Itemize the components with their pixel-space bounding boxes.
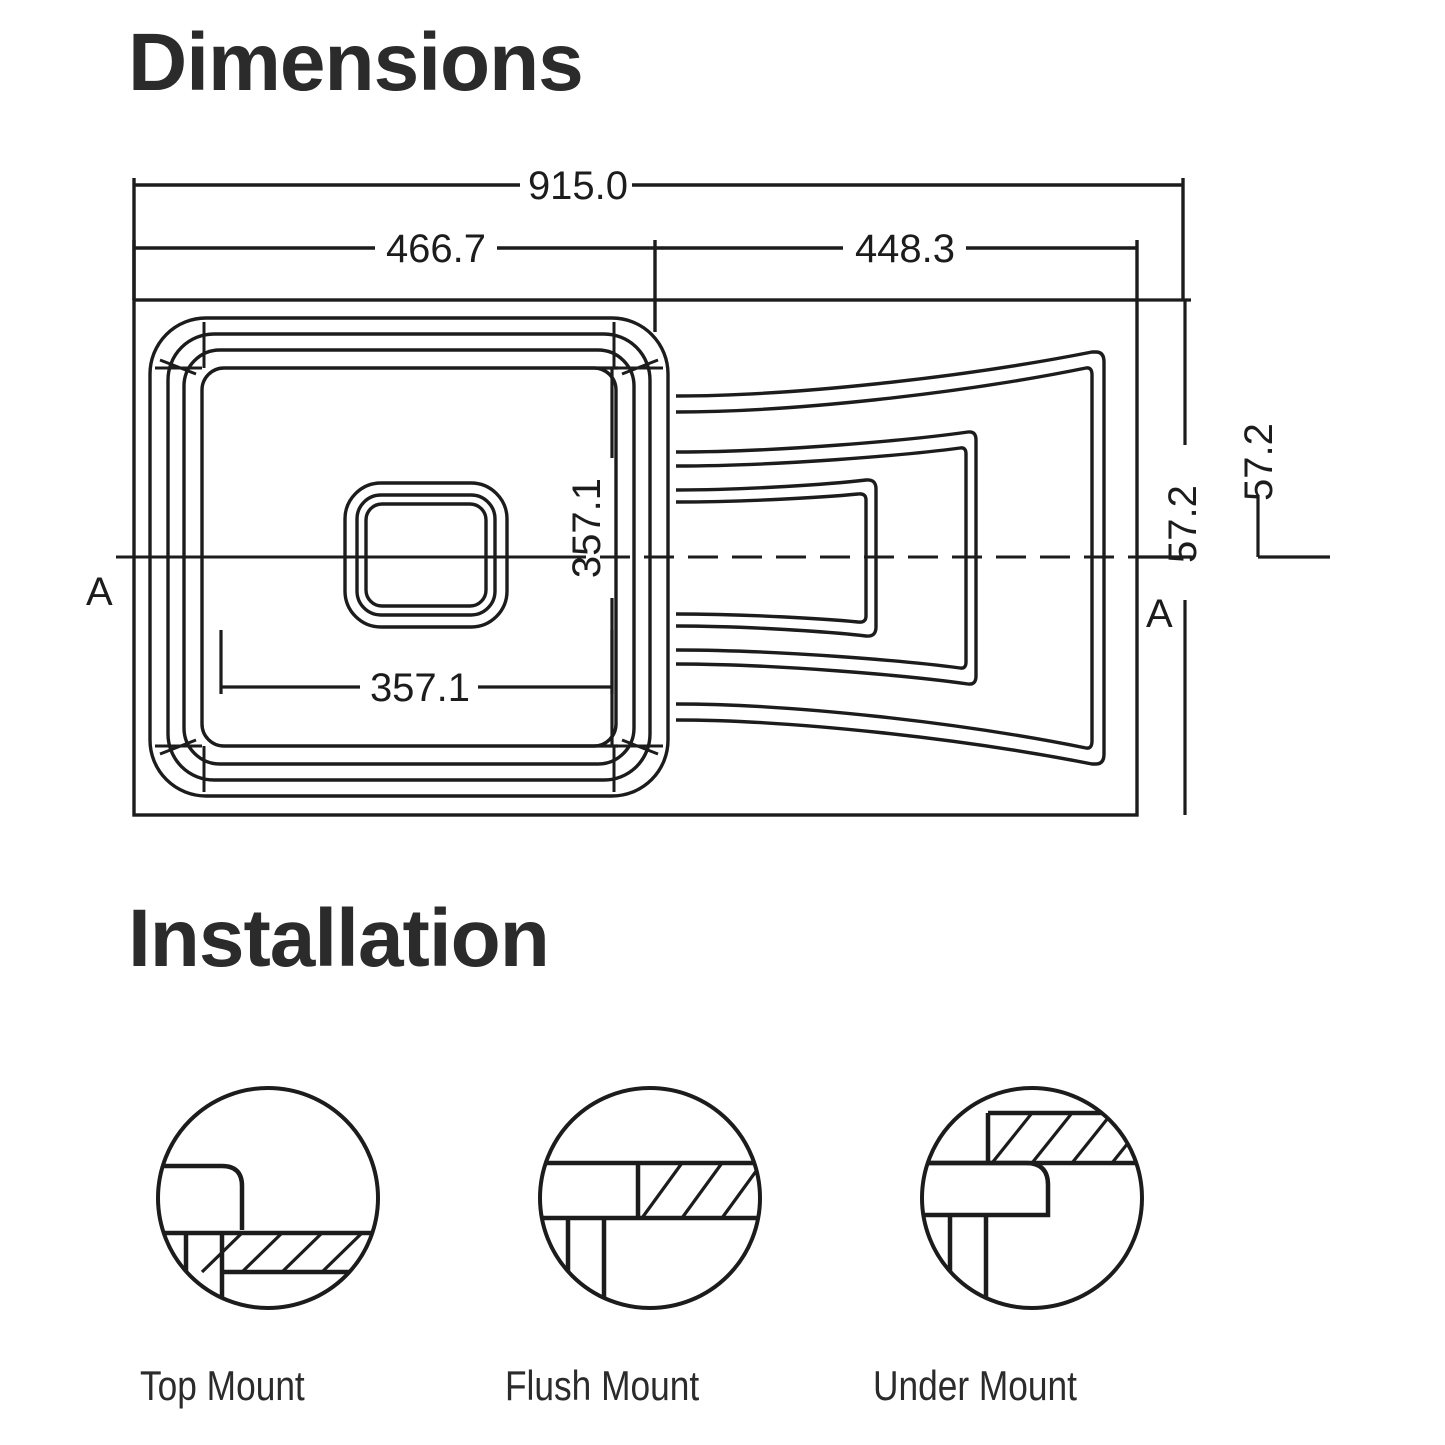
section-marker-left: A [86, 570, 113, 614]
drain-outer [343, 481, 509, 629]
sink-drain-group [343, 481, 509, 629]
under-mount-circle-border [920, 1086, 1144, 1310]
dimension-value-bowl-horizontal: 357.1 [370, 666, 470, 710]
top-mount-circle-border [156, 1086, 380, 1310]
detail-under-mount[interactable] [914, 1086, 1192, 1310]
dimensions-section-title: Dimensions [128, 17, 584, 108]
drain-inner [364, 502, 488, 608]
bowl-horizontal-dimension-group [219, 630, 614, 694]
dimension-value-drainboard-section: 448.3 [855, 227, 955, 271]
detail-top-mount[interactable] [150, 1086, 402, 1310]
installation-section-title: Installation [128, 893, 550, 984]
flush-mount-hatching [640, 1162, 760, 1219]
section-marker-right: A [1146, 592, 1173, 636]
drainboard-dimension-448 [655, 240, 1139, 300]
dimension-value-bowl-section: 466.7 [386, 227, 486, 271]
bowl-dimension-466 [132, 240, 657, 332]
mount-label-top-mount: Top Mount [140, 1362, 305, 1409]
dimension-value-bowl-vertical: 357.1 [565, 478, 609, 578]
mount-label-flush-mount: Flush Mount [505, 1362, 700, 1409]
dimension-lines-group [132, 178, 1185, 332]
overall-dimension-915 [132, 178, 1185, 300]
flush-mount-circle-border [538, 1086, 762, 1310]
detail-flush-mount[interactable] [532, 1086, 802, 1310]
drain-middle [355, 493, 497, 617]
dimension-value-depth-outer: 57.2 [1161, 485, 1205, 563]
right-depth-dimension-group [1137, 298, 1191, 815]
right-depth-detail-group [1256, 495, 1330, 559]
dimension-value-overall: 915.0 [528, 164, 628, 208]
bowl-corner-radials [155, 322, 663, 792]
mount-label-under-mount: Under Mount [873, 1362, 1077, 1409]
dimension-value-depth-detail: 57.2 [1237, 423, 1281, 501]
